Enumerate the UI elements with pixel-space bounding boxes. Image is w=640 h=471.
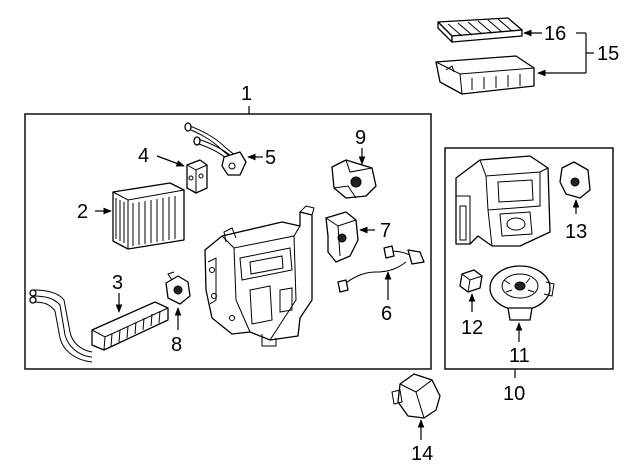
part-16-filter xyxy=(437,17,523,43)
callout-2: 2 xyxy=(77,201,88,223)
part-7-servo xyxy=(325,211,359,263)
callout-3: 3 xyxy=(112,272,123,294)
part-4-expansion-valve xyxy=(186,159,208,194)
part-9-servo xyxy=(331,159,377,199)
callout-1: 1 xyxy=(241,83,252,105)
part-15-filter-housing xyxy=(435,55,535,95)
callout-7: 7 xyxy=(380,220,391,242)
callout-14: 14 xyxy=(411,443,433,465)
main-assembly-box xyxy=(24,113,432,370)
callout-5: 5 xyxy=(265,147,276,169)
callout-6: 6 xyxy=(381,303,392,325)
callout-15: 15 xyxy=(597,43,619,65)
part-3-heater-core xyxy=(29,289,169,363)
callout-10: 10 xyxy=(503,383,525,405)
callout-9: 9 xyxy=(355,127,366,149)
part-2-evaporator xyxy=(112,182,185,250)
callout-4: 4 xyxy=(138,145,149,167)
part-5-tubes xyxy=(184,122,247,176)
hvac-housing xyxy=(204,205,315,347)
callout-13: 13 xyxy=(565,221,587,243)
part-13-actuator xyxy=(559,161,591,199)
callout-12: 12 xyxy=(461,317,483,339)
part-8-actuator xyxy=(165,271,191,305)
part-14-module xyxy=(391,373,441,419)
part-6-harness xyxy=(337,245,425,293)
blower-housing xyxy=(455,155,551,247)
part-11-blower-motor xyxy=(489,265,555,321)
callout-16: 16 xyxy=(544,23,566,45)
leader-4 xyxy=(156,155,185,167)
callout-11: 11 xyxy=(509,345,530,367)
part-12-resistor xyxy=(459,269,483,293)
callout-8: 8 xyxy=(171,334,182,356)
blower-assembly-box xyxy=(444,147,614,370)
